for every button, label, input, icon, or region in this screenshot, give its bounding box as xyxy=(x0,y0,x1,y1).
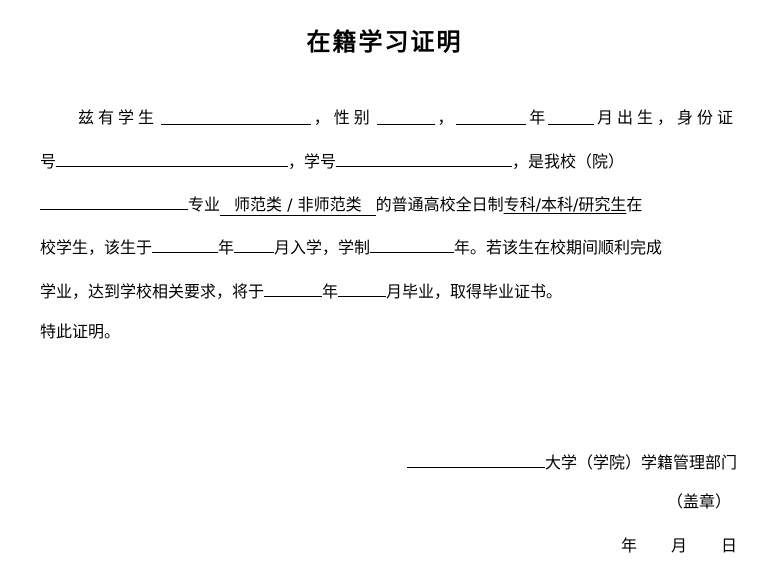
text-student-number: ，学号 xyxy=(288,152,337,171)
text-year: 年 xyxy=(529,108,546,127)
document-title: 在籍学习证明 xyxy=(306,28,463,56)
date-month-label: 月 xyxy=(670,536,687,555)
text-graduate-on: 学业，达到学校相关要求，将于 xyxy=(40,282,265,301)
text-hao: 号 xyxy=(40,152,57,171)
student-name-blank[interactable] xyxy=(160,106,311,125)
text-major: 专业 xyxy=(188,195,221,214)
gender-blank[interactable] xyxy=(376,106,435,125)
body-line-1: 兹有学生 ，性别 ， 年 月出生，身份证 xyxy=(40,106,737,130)
text-our-school: ，是我校（院） xyxy=(512,152,625,171)
body-line-2: 号 ，学号 ，是我校（院） xyxy=(40,148,737,172)
text-schooling: 月入学，学制 xyxy=(274,238,371,257)
body-line-5: 学业，达到学校相关要求，将于 年 月毕业，取得毕业证书。 xyxy=(40,278,737,302)
text-comma: ， xyxy=(437,108,454,127)
normal-type-option[interactable]: 师范类 / 非师范类 xyxy=(220,195,376,216)
birth-month-blank[interactable] xyxy=(548,106,595,125)
major-blank[interactable] xyxy=(40,191,188,210)
body-line-4: 校学生，该生于 年 月入学，学制 年。若该生在校期间顺利完成 xyxy=(40,234,737,258)
birth-year-blank[interactable] xyxy=(456,106,527,125)
body-line-3: 专业师范类 / 非师范类的普通高校全日制专科/本科/研究生在 xyxy=(40,191,737,216)
university-name-blank[interactable] xyxy=(406,449,545,468)
enroll-month-blank[interactable] xyxy=(234,234,275,253)
text-birth-id: 月出生，身份证 xyxy=(596,108,737,127)
text-department: 大学（学院）学籍管理部门 xyxy=(544,453,737,472)
date-year-label: 年 xyxy=(620,536,637,555)
text-student: 兹有学生 xyxy=(78,108,159,127)
degree-level-option[interactable]: 专科/本科/研究生 xyxy=(503,195,627,214)
text-enrolled: 校学生，该生于 xyxy=(40,238,153,257)
text-fulltime: 的普通高校全日制 xyxy=(375,195,504,214)
date-day-label: 日 xyxy=(720,536,737,555)
text-hereby-certify: 特此证明。 xyxy=(40,322,121,341)
graduate-month-blank[interactable] xyxy=(338,278,387,297)
text-enroll-year: 年 xyxy=(218,238,235,257)
text-diploma: 月毕业，取得毕业证书。 xyxy=(386,282,563,301)
schooling-years-blank[interactable] xyxy=(370,234,455,253)
graduate-year-blank[interactable] xyxy=(264,278,323,297)
body-line-6: 特此证明。 xyxy=(40,320,737,344)
text-zai: 在 xyxy=(626,195,643,214)
text-complete: 年。若该生在校期间顺利完成 xyxy=(454,238,663,257)
text-graduate-year: 年 xyxy=(322,282,339,301)
enroll-year-blank[interactable] xyxy=(152,234,219,253)
student-number-blank[interactable] xyxy=(336,148,513,167)
text-gender: ，性别 xyxy=(313,108,374,127)
signature-date: 年月日 xyxy=(621,534,737,558)
signature-department: 大学（学院）学籍管理部门 xyxy=(406,449,737,475)
id-number-blank[interactable] xyxy=(56,148,289,167)
signature-seal: （盖章） xyxy=(666,492,731,511)
